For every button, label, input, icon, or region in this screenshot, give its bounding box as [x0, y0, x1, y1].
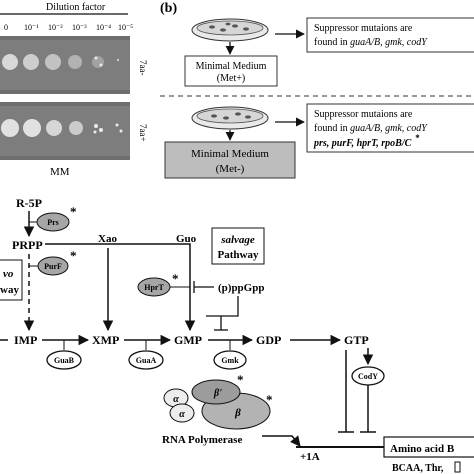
petri-dish-met-minus — [191, 106, 269, 130]
star-prs: * — [70, 204, 77, 219]
medium-bottom-line2: (Met-) — [216, 163, 245, 175]
panel-b: (b) Minimal Medium (Met+) Suppressor mut… — [160, 1, 474, 179]
dilution-label-2: 10⁻² — [48, 23, 63, 32]
rnap-alpha-2 — [169, 403, 195, 423]
rnap-beta-prime — [191, 379, 241, 405]
star-hprt: * — [172, 271, 179, 286]
note-bottom-extra-genes: prs, purF, hprT, rpoB/C — [313, 138, 412, 149]
plate-medium-label: MM — [50, 166, 70, 178]
enzyme-guab — [46, 350, 82, 370]
panel-a: Dilution factor 0 10⁻¹ 10⁻² 10⁻³ 10⁻⁴ 10… — [0, 2, 148, 178]
node-gtp: GTP — [344, 333, 369, 347]
medium-bottom-line1: Minimal Medium — [191, 148, 269, 160]
enzyme-purf — [37, 256, 69, 276]
svg-text:prs, purF, hprT, rpoB/C*: prs, purF, hprT, rpoB/C* — [313, 133, 420, 149]
arrow-prpp-gmp — [45, 243, 196, 332]
node-xao: Xao — [98, 233, 117, 245]
amino-acid-label: Amino acid B — [390, 443, 455, 455]
star-purf: * — [70, 248, 77, 263]
dilution-header: Dilution factor — [46, 2, 106, 13]
dilution-label-1: 10⁻¹ — [24, 23, 39, 32]
petri-dish-met-plus — [191, 18, 269, 42]
arrow-rnap-promoter — [262, 435, 301, 447]
note-bottom-star: * — [415, 133, 420, 143]
note-box-top — [306, 17, 474, 53]
amino-acid-box — [383, 436, 474, 458]
node-prpp: PRPP — [12, 238, 43, 252]
node-xmp: XMP — [92, 333, 119, 347]
star-beta: * — [266, 392, 273, 407]
salvage-line2: Pathway — [218, 249, 259, 261]
dilution-label-5: 10⁻⁵ — [118, 23, 133, 32]
note-box-bottom — [306, 103, 474, 153]
enzyme-purf-label: PurF — [44, 262, 62, 271]
rna-polymerase: α α β' β * * — [163, 372, 273, 430]
row-label-7aa-minus: 7aa- — [138, 60, 148, 76]
note-top-line1: Suppressor mutaions are — [314, 23, 413, 34]
enzyme-gmk — [213, 350, 247, 370]
inhibit-ppgpp-gmk — [206, 296, 239, 317]
pathway-diagram: R-5P PRPP Prs * vo way PurF * Xao Guo sa… — [0, 196, 474, 474]
row-label-7aa-plus: 7aa+ — [138, 124, 148, 142]
enzyme-guaa-label: GuaA — [136, 356, 157, 365]
rnap-alpha-1-label: α — [173, 394, 179, 405]
note-bottom-genes: guaA/B, gmk, codY — [350, 123, 428, 134]
medium-top-line2: (Met+) — [217, 73, 245, 84]
enzyme-prs — [36, 212, 70, 232]
dilution-label-4: 10⁻⁴ — [96, 23, 111, 32]
rnap-label: RNA Polymerase — [162, 434, 242, 446]
medium-box-met-minus — [164, 141, 296, 179]
plus-1a-label: +1A — [300, 451, 320, 463]
rnap-alpha-2-label: α — [179, 409, 185, 420]
de-novo-line2: way — [0, 284, 19, 296]
svg-text:found in guaA/B, gmk, codY: found in guaA/B, gmk, codY — [314, 37, 428, 48]
enzyme-cody-label: CodY — [358, 372, 378, 381]
star-beta-prime: * — [237, 372, 244, 387]
note-top-genes: guaA/B, gmk, codY — [350, 37, 428, 48]
salvage-line1: salvage — [220, 234, 255, 246]
node-gdp: GDP — [256, 333, 281, 347]
note-top-prefix: found in — [314, 37, 350, 48]
enzyme-guaa — [128, 350, 164, 370]
note-bottom-line1: Suppressor mutaions are — [314, 109, 413, 120]
node-guo: Guo — [176, 233, 197, 245]
bcaa-label: BCAA, Thr, — [392, 463, 444, 474]
dilution-label-0: 0 — [4, 23, 8, 32]
node-imp: IMP — [14, 333, 37, 347]
enzyme-guab-label: GuaB — [54, 356, 75, 365]
de-novo-box — [0, 259, 23, 301]
node-r5p: R-5P — [16, 196, 42, 210]
rnap-beta-prime-label: β' — [213, 388, 222, 399]
node-ppgpp: (p)ppGpp — [218, 282, 264, 294]
rnap-beta-label: β — [234, 407, 241, 419]
salvage-pathway-box — [211, 227, 265, 265]
note-bottom-prefix: found in — [314, 123, 350, 134]
enzyme-hprt-label: HprT — [144, 283, 164, 292]
dilution-label-3: 10⁻³ — [72, 23, 87, 32]
plate-1-spots — [2, 54, 120, 70]
panel-b-label: (b) — [160, 1, 177, 16]
de-novo-line1: vo — [3, 268, 14, 280]
plate-2-spots — [1, 119, 123, 137]
medium-top-line1: Minimal Medium — [196, 61, 267, 72]
svg-text:found in guaA/B, gmk, codY: found in guaA/B, gmk, codY — [314, 123, 428, 134]
medium-box-met-plus — [184, 55, 278, 87]
enzyme-gmk-label: Gmk — [221, 356, 239, 365]
enzyme-prs-label: Prs — [47, 218, 59, 227]
node-gmp: GMP — [174, 333, 202, 347]
